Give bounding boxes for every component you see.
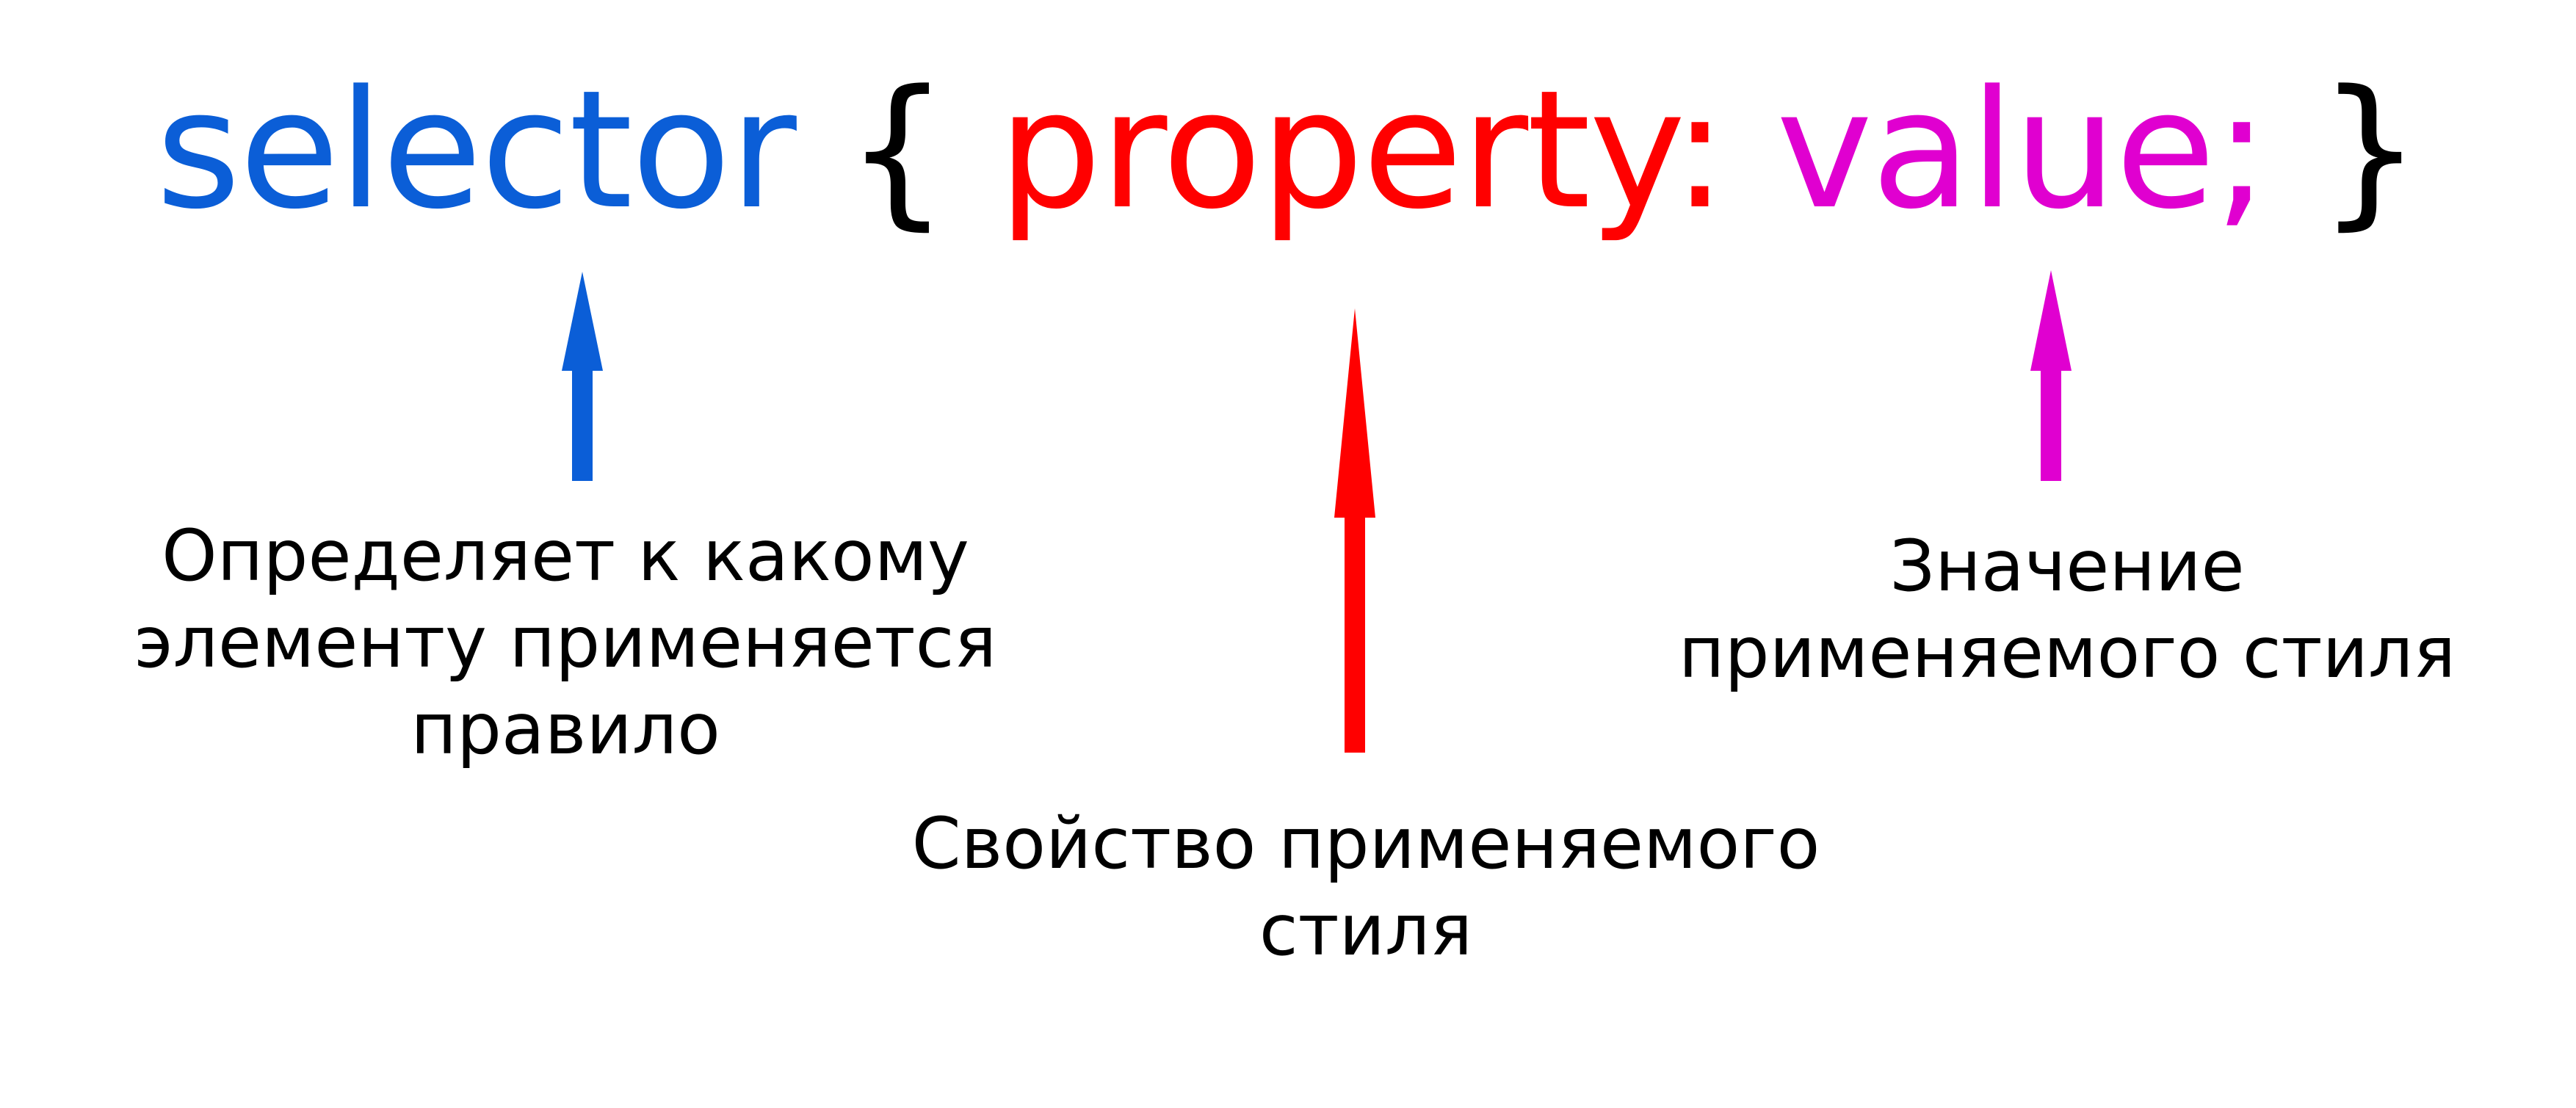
value-arrow-head bbox=[2030, 270, 2072, 371]
value-description: Значение применяемого стиля bbox=[1616, 523, 2519, 696]
selector-arrow-head bbox=[562, 272, 603, 371]
value-arrow-shaft bbox=[2041, 360, 2061, 481]
property-arrow bbox=[1334, 308, 1375, 753]
value-token: value; bbox=[1776, 56, 2269, 245]
property-arrow-head bbox=[1334, 308, 1375, 518]
value-description-line: применяемого стиля bbox=[1678, 612, 2456, 694]
open-brace-token: { bbox=[845, 56, 949, 245]
property-description-line: стиля bbox=[1259, 889, 1473, 971]
selector-description-line: элементу применяется bbox=[134, 601, 997, 684]
selector-description: Определяет к какому элементу применяется… bbox=[81, 513, 1050, 772]
selector-description-line: Определяет к какому bbox=[162, 515, 969, 597]
selector-arrow-shaft bbox=[572, 363, 593, 481]
selector-token: selector bbox=[156, 56, 797, 245]
property-description-line: Свойство применяемого bbox=[911, 803, 1820, 885]
property-description: Свойство применяемого стиля bbox=[808, 800, 1924, 974]
selector-arrow bbox=[562, 272, 603, 481]
css-rule-syntax: selector { property: value; } bbox=[0, 40, 2576, 261]
value-arrow bbox=[2030, 270, 2072, 481]
value-description-line: Значение bbox=[1889, 525, 2245, 607]
selector-description-line: правило bbox=[410, 688, 720, 770]
property-token: property: bbox=[998, 56, 1727, 245]
property-arrow-shaft bbox=[1345, 507, 1365, 753]
close-brace-token: } bbox=[2318, 56, 2422, 245]
